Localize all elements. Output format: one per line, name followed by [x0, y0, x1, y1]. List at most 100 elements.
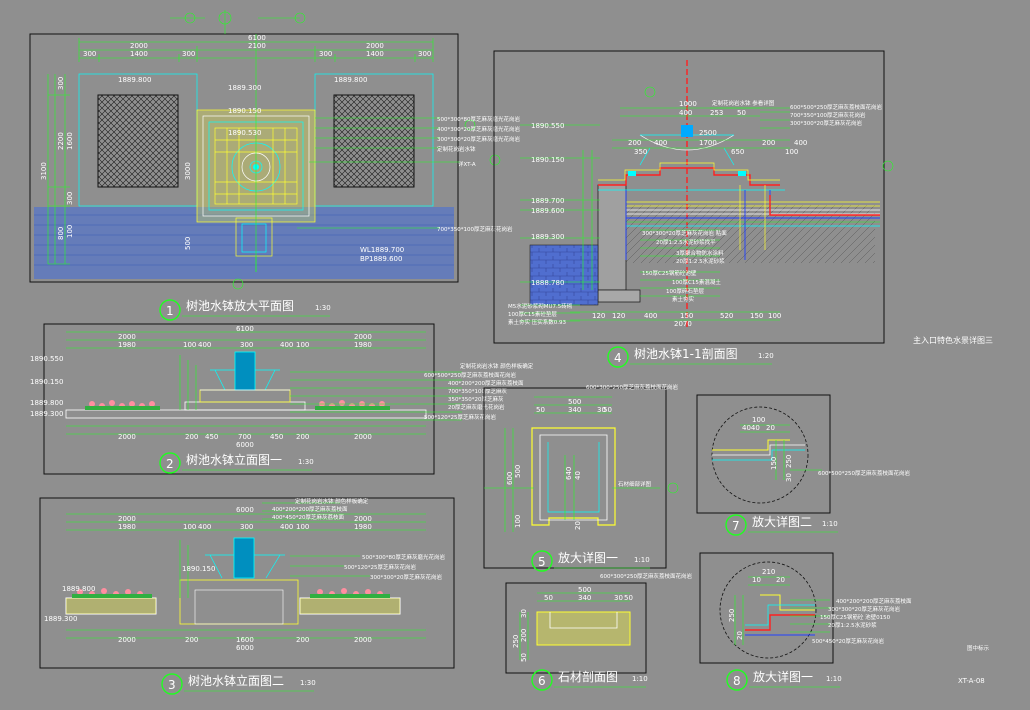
elev1-level-1: 1890.550 — [30, 355, 63, 363]
view-5-detail: 600*300*250厚芝麻灰荔枝面花岗岩 500 50 340 30 50 6… — [483, 383, 678, 572]
d7-callout: 600*500*250厚芝麻灰荔枝面花岗岩 — [818, 469, 910, 477]
plan-left-dim-4: 1600 — [66, 132, 74, 150]
sec-level-5: 1889.300 — [531, 233, 564, 241]
plan-sub-dim-4: 300 — [319, 50, 332, 58]
view-8-detail: 210 10 20 250 20 400*200*200厚芝麻灰荔枝面 300*… — [699, 552, 912, 691]
plan-elev-5: 1889.800 — [334, 76, 367, 84]
d5-top-dim-5: 50 — [603, 406, 612, 414]
stone-dim-3: 340 — [578, 594, 591, 602]
sec-callout-4: 300*300*20厚芝麻灰花岗岩 — [790, 119, 862, 127]
elev2-callout-1: 定制花岗岩水钵 颜色样板确定 — [295, 497, 369, 505]
plan-callout-1: 500*300*80厚芝麻灰磨光花岗岩 — [437, 115, 520, 123]
stone-dim-2: 50 — [544, 594, 553, 602]
sec-top-dim-1: 1000 — [679, 100, 697, 108]
elev2-overall: 6000 — [236, 506, 254, 514]
plan-left-dim-3: 2200 — [57, 132, 65, 150]
elev1-callout-5: 350*350*20厚芝麻灰 — [448, 395, 504, 403]
elev2-sub-1: 1980 — [118, 523, 136, 531]
elev1-sub-1: 1980 — [118, 341, 136, 349]
elev1-sub-4: 300 — [240, 341, 253, 349]
sec-top-dim-13: 100 — [785, 148, 798, 156]
view-1-bubble — [159, 299, 181, 321]
plan-sub-dim-3: 300 — [182, 50, 195, 58]
sec-bottom-dim-1: 120 — [592, 312, 605, 320]
elev2-callout-4: 500*300*80厚芝麻灰磨光花岗岩 — [362, 553, 445, 561]
sec-top-dim-5: 2500 — [699, 129, 717, 137]
d8-callout-3: 150厚C25钢筋砼 池壁0150 — [820, 613, 891, 621]
view-3-number: 3 — [168, 678, 176, 692]
view-1-plan: 6100 2000 2100 2000 300 1400 300 300 140… — [29, 10, 520, 321]
d7-dim-6: 30 — [785, 473, 793, 482]
elev1-level-2: 1890.150 — [30, 378, 63, 386]
elev1-level-3: 1889.800 — [30, 399, 63, 407]
sec-callout-14: 100厚C15素砼垫层 — [508, 310, 557, 318]
view-7-number: 7 — [732, 519, 740, 533]
stone-dim-8: 30 — [520, 609, 528, 618]
sec-bottom-dim-3: 400 — [644, 312, 657, 320]
view-6-number: 6 — [538, 674, 546, 688]
stone-top-callout: 600*300*250厚芝麻灰荔枝面花岗岩 — [600, 572, 692, 580]
sec-callout-2: 600*500*250厚芝麻灰荔枝面花岗岩 — [790, 103, 882, 111]
elev2-bottom-5: 2000 — [354, 636, 372, 644]
d5-left-dim-3: 100 — [514, 515, 522, 528]
sec-callout-6: 20厚1:2.5水泥砂浆找平 — [656, 238, 716, 246]
view-8-scale: 1:10 — [826, 675, 842, 683]
plan-left-dim-6: 800 — [57, 227, 65, 240]
sec-callout-15: 素土夯实 压实系数0.93 — [508, 318, 566, 326]
d5-inner-1: 640 — [565, 467, 573, 480]
d8-dim-4: 250 — [728, 609, 736, 622]
view-4-bubble — [607, 346, 629, 368]
view-1-scale: 1:30 — [315, 304, 331, 312]
stone-dim-9: 200 — [520, 629, 528, 642]
elev1-callout-1: 定制花岗岩水钵 颜色样板确定 — [460, 362, 534, 370]
sec-level-3: 1889.700 — [531, 197, 564, 205]
plan-water-level: WL1889.700 — [360, 246, 404, 254]
plan-left-dim-5: 300 — [66, 192, 74, 205]
plan-sub-dim-5: 1400 — [366, 50, 384, 58]
sec-callout-9: 150厚C25钢筋砼池壁 — [642, 269, 697, 277]
sec-top-dim-6: 1700 — [699, 139, 717, 147]
small-note: 图中标示 — [967, 644, 990, 652]
sec-bottom-total: 2070 — [674, 320, 692, 328]
sec-top-dim-12: 650 — [731, 148, 744, 156]
d8-callout-4: 20厚1:2.5水泥砂浆 — [828, 621, 877, 629]
plan-elev-3: 1890.150 — [228, 107, 261, 115]
plan-sub-dim-1: 300 — [83, 50, 96, 58]
elev1-bottom-1: 2000 — [118, 433, 136, 441]
plan-callout-3: 300*300*20厚芝麻灰磨光花岗岩 — [437, 135, 520, 143]
stone-dim-5: 50 — [624, 594, 633, 602]
view-2-elevation: 6100 2000 2000 1980 100 400 300 400 100 … — [30, 323, 534, 475]
sec-bottom-dim-4: 150 — [680, 312, 693, 320]
plan-sub-dim-2: 1400 — [130, 50, 148, 58]
plan-bottom-level: BP1889.600 — [360, 255, 402, 263]
elev1-level-4: 1889.300 — [30, 410, 63, 418]
sec-level-4: 1889.600 — [531, 207, 564, 215]
plan-dim-right-1: 3000 — [184, 162, 192, 180]
d8-dim-5: 20 — [736, 631, 744, 640]
view-4-section: 1000 400 253 50 2500 1700 200 400 200 40… — [493, 50, 894, 368]
view-2-bubble — [159, 452, 181, 474]
sec-top-dim-11: 350 — [634, 148, 647, 156]
elev1-sub-5: 400 — [280, 341, 293, 349]
elev1-sub-3: 400 — [198, 341, 211, 349]
sec-callout-11: 100厚碎石垫层 — [666, 287, 704, 295]
elev1-bottom-total: 6000 — [236, 441, 254, 449]
elev2-callout-5: 500*120*25厚芝麻灰花岗岩 — [344, 563, 416, 571]
elev1-top-2: 2000 — [354, 333, 372, 341]
view-4-title: 树池水钵1-1剖面图 — [634, 346, 738, 361]
view-7-bubble — [725, 514, 747, 536]
view-6-stone-section: 600*300*250厚芝麻灰荔枝面花岗岩 500 50 340 30 50 2… — [505, 572, 692, 691]
d8-dim-3: 20 — [776, 576, 785, 584]
plan-callout-4: 定制花岗岩水钵 — [437, 145, 476, 153]
plan-top-dim-3: 2000 — [366, 42, 384, 50]
sec-top-dim-9: 200 — [762, 139, 775, 147]
view-5-title: 放大详图一 — [558, 550, 618, 565]
elev1-top-1: 2000 — [118, 333, 136, 341]
d8-callout-5: 500*450*20厚芝麻灰花岗岩 — [812, 637, 884, 645]
plan-callout-5: 详XT-A — [458, 160, 476, 168]
sec-top-dim-2: 400 — [679, 109, 692, 117]
d7-dim-3: 20 — [766, 424, 775, 432]
d5-inner-3: 20 — [574, 521, 582, 530]
elev2-top-2: 2000 — [354, 515, 372, 523]
plan-callout-6: 700*350*100厚芝麻灰花岗岩 — [437, 225, 513, 233]
